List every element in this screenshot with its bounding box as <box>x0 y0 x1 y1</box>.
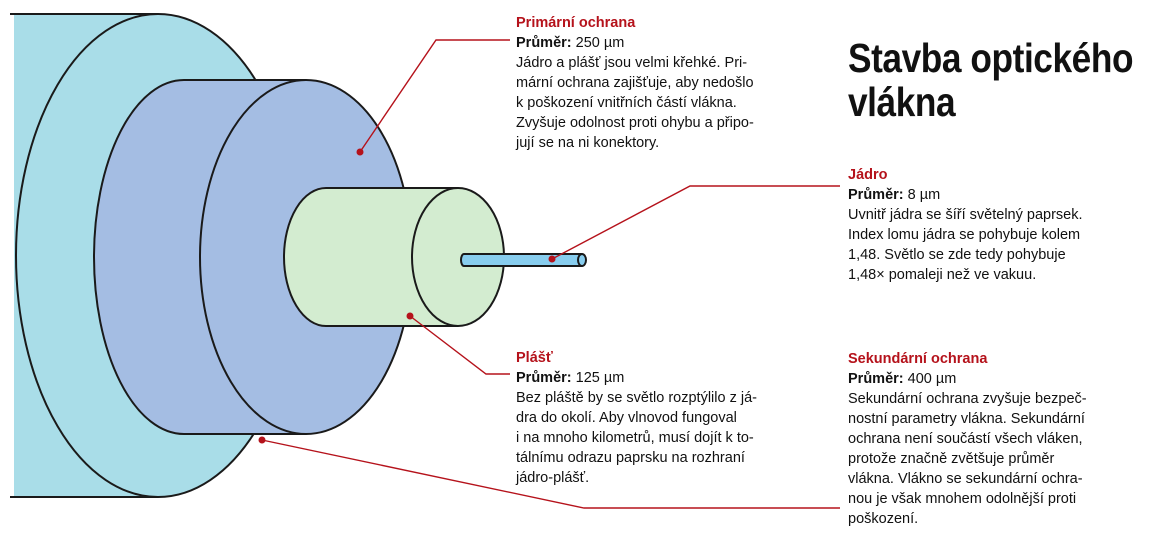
core-layer <box>460 253 587 267</box>
diagram-title: Stavba optického vlákna <box>848 35 1134 125</box>
description-line: vlákna. Vlákno se sekundární ochra- <box>848 471 1083 487</box>
leader-core <box>551 185 840 260</box>
description-line: 1,48× pomaleji než ve vakuu. <box>848 267 1037 283</box>
leader-secondary <box>261 439 840 509</box>
diameter-label: Průměr: <box>516 370 572 386</box>
leader-cladding-dot <box>406 312 414 320</box>
title-line-2: vlákna <box>848 79 956 125</box>
leader-lines <box>258 39 840 509</box>
leader-core-dot <box>548 255 556 263</box>
description-line: Uvnitř jádra se šíří světelný paprsek. <box>848 207 1083 223</box>
core-callout: Jádro Průměr: 8 µm Uvnitř jádra se šíří … <box>848 165 1083 285</box>
title-line-1: Stavba optického <box>848 35 1134 81</box>
primary-coating-heading: Primární ochrana <box>516 15 636 31</box>
secondary-coating-callout: Sekundární ochrana Průměr: 400 µm Sekund… <box>848 349 1087 529</box>
primary-coating-diameter: Průměr: 250 µm <box>516 33 754 53</box>
description-line: jují se na ni konektory. <box>516 135 660 151</box>
description-line: i na mnoho kilometrů, musí dojít k to- <box>516 430 754 446</box>
core-diameter: Průměr: 8 µm <box>848 185 1083 205</box>
description-line: jádro-plášť. <box>516 470 590 486</box>
diameter-label: Průměr: <box>848 371 904 387</box>
description-line: Jádro a plášť jsou velmi křehké. Pri- <box>516 55 748 71</box>
cladding-diameter: Průměr: 125 µm <box>516 368 757 388</box>
diameter-label: Průměr: <box>516 35 572 51</box>
description-line: Sekundární ochrana zvyšuje bezpeč- <box>848 391 1087 407</box>
description-line: tálnímu odrazu paprsku na rozhraní <box>516 450 745 466</box>
diameter-value: 400 µm <box>907 371 957 387</box>
diameter-value: 8 µm <box>907 187 941 203</box>
description-line: protože značně zvětšuje průměr <box>848 451 1055 467</box>
leader-secondary-dot <box>258 436 266 444</box>
secondary-coating-diameter: Průměr: 400 µm <box>848 369 1087 389</box>
description-line: ochrana není součástí všech vláken, <box>848 431 1083 447</box>
description-line: Index lomu jádra se pohybuje kolem <box>848 227 1081 243</box>
leader-primary-dot <box>356 148 364 156</box>
secondary-coating-heading: Sekundární ochrana <box>848 351 988 367</box>
primary-coating-callout: Primární ochrana Průměr: 250 µm Jádro a … <box>516 13 754 153</box>
description-line: mární ochrana zajišťuje, aby nedošlo <box>516 75 754 91</box>
diameter-value: 125 µm <box>575 370 625 386</box>
leader-primary <box>359 39 510 153</box>
description-line: nou je však mnohem odolnější proti <box>848 491 1077 507</box>
description-line: k poškození vnitřních částí vlákna. <box>516 95 737 111</box>
core-heading: Jádro <box>848 167 888 183</box>
description-line: nostní parametry vlákna. Sekundární <box>848 411 1085 427</box>
description-line: Bez pláště by se světlo rozptýlilo z já- <box>516 390 757 406</box>
diameter-value: 250 µm <box>575 35 625 51</box>
cladding-callout: Plášť Průměr: 125 µm Bez pláště by se sv… <box>516 348 757 488</box>
description-line: dra do okolí. Aby vlnovod fungoval <box>516 410 737 426</box>
description-line: poškození. <box>848 511 919 527</box>
cladding-heading: Plášť <box>516 350 553 366</box>
description-line: 1,48. Světlo se zde tedy pohybuje <box>848 247 1066 263</box>
diameter-label: Průměr: <box>848 187 904 203</box>
leader-cladding <box>409 315 510 375</box>
description-line: Zvyšuje odolnost proti ohybu a připo- <box>516 115 754 131</box>
